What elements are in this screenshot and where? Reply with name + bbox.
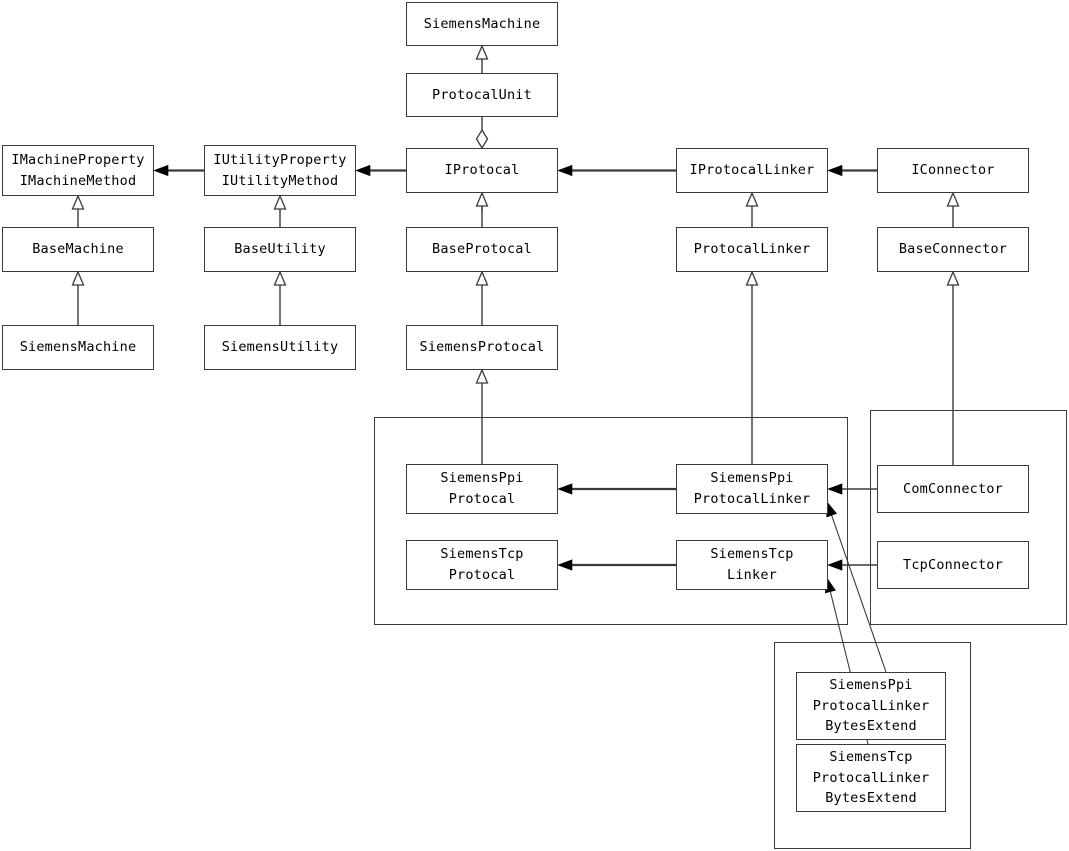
class-node-siemensPpiProtocal[interactable]: SiemensPpi Protocal bbox=[406, 464, 558, 514]
edge-e7-generalization-arrowhead bbox=[71, 194, 85, 210]
edge-e8-generalization-arrowhead bbox=[273, 194, 287, 210]
group-container-protocalGroup bbox=[374, 417, 848, 625]
group-container-connectorGroup bbox=[870, 410, 1067, 625]
class-node-siemensPpiLinker[interactable]: SiemensPpi ProtocalLinker bbox=[676, 464, 828, 514]
edge-e6-association-arrowhead bbox=[827, 164, 843, 177]
class-node-baseProtocal[interactable]: BaseProtocal bbox=[406, 227, 558, 272]
class-node-siemensTcpLinker[interactable]: SiemensTcp Linker bbox=[676, 540, 828, 590]
edge-e14-generalization-arrowhead bbox=[475, 270, 489, 286]
class-node-ppiBytesExtend[interactable]: SiemensPpi ProtocalLinker BytesExtend bbox=[796, 672, 946, 740]
class-node-comConnector[interactable]: ComConnector bbox=[877, 465, 1029, 513]
class-node-siemensMachine[interactable]: SiemensMachine bbox=[2, 325, 154, 370]
edge-e1-generalization-arrowhead bbox=[475, 44, 489, 60]
edge-e15-generalization-arrowhead bbox=[475, 368, 489, 384]
class-node-siemensTcpProtocal[interactable]: SiemensTcp Protocal bbox=[406, 540, 558, 590]
class-node-iConnector[interactable]: IConnector bbox=[877, 148, 1029, 193]
class-node-iMachine[interactable]: IMachineProperty IMachineMethod bbox=[2, 145, 154, 196]
class-node-siemensProtocal[interactable]: SiemensProtocal bbox=[406, 325, 558, 370]
edge-e5-association-arrowhead bbox=[557, 164, 573, 177]
class-node-iUtility[interactable]: IUtilityProperty IUtilityMethod bbox=[204, 145, 356, 196]
edge-e4-association-arrowhead bbox=[355, 164, 371, 177]
edge-e3-association-arrowhead bbox=[153, 164, 169, 177]
class-node-iProtocalLinker[interactable]: IProtocalLinker bbox=[676, 148, 828, 193]
class-node-baseConnector[interactable]: BaseConnector bbox=[877, 227, 1029, 272]
class-node-siemensMachineTop[interactable]: SiemensMachine bbox=[406, 2, 558, 46]
class-node-tcpBytesExtend[interactable]: SiemensTcp ProtocalLinker BytesExtend bbox=[796, 744, 946, 812]
edge-e11-generalization-arrowhead bbox=[946, 191, 960, 207]
class-node-siemensUtility[interactable]: SiemensUtility bbox=[204, 325, 356, 370]
edge-e17-generalization-arrowhead bbox=[946, 270, 960, 286]
class-node-protocalLinker[interactable]: ProtocalLinker bbox=[676, 227, 828, 272]
class-node-tcpConnector[interactable]: TcpConnector bbox=[877, 541, 1029, 589]
edge-e10-generalization-arrowhead bbox=[745, 191, 759, 207]
edge-e2-aggregation-diamond bbox=[475, 128, 489, 150]
class-node-protocalUnit[interactable]: ProtocalUnit bbox=[406, 73, 558, 117]
edge-e12-generalization-arrowhead bbox=[71, 270, 85, 286]
class-node-iProtocal[interactable]: IProtocal bbox=[406, 148, 558, 193]
class-node-baseMachine[interactable]: BaseMachine bbox=[2, 227, 154, 272]
edge-e9-generalization-arrowhead bbox=[475, 191, 489, 207]
edge-e13-generalization-arrowhead bbox=[273, 270, 287, 286]
edge-e16-generalization-arrowhead bbox=[745, 270, 759, 286]
class-node-baseUtility[interactable]: BaseUtility bbox=[204, 227, 356, 272]
